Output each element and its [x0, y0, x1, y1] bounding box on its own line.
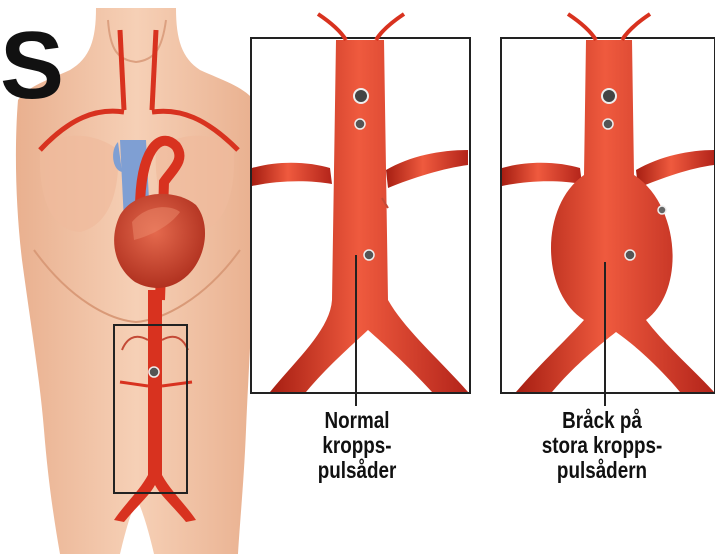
torso-vessel-node [149, 367, 159, 377]
aneurysm-vessel-top [568, 14, 650, 40]
normal-node-top [354, 89, 368, 103]
aneurysm-node-side [658, 206, 666, 214]
aneurysm-node-mid [603, 119, 613, 129]
normal-label-line-3: pulsåder [296, 458, 419, 483]
aneurysm-node-top [602, 89, 616, 103]
normal-label-line-2: kropps- [296, 433, 419, 458]
aneurysm-node-low [625, 250, 635, 260]
aneurysm-panel [501, 14, 715, 406]
normal-node-mid [355, 119, 365, 129]
normal-label-line-1: Normal [296, 408, 419, 433]
corner-letter: S [0, 18, 64, 114]
aneurysm-label-line-1: Bråck på [516, 408, 688, 433]
normal-aorta-label: Normal kropps- pulsåder [296, 408, 419, 483]
normal-node-low [364, 250, 374, 260]
aneurysm-label-line-3: pulsådern [516, 458, 688, 483]
normal-aorta-panel [251, 14, 470, 406]
aneurysm-label-line-2: stora kropps- [516, 433, 688, 458]
aneurysm-label: Bråck på stora kropps- pulsådern [516, 408, 688, 483]
normal-vessel-top [318, 14, 404, 40]
